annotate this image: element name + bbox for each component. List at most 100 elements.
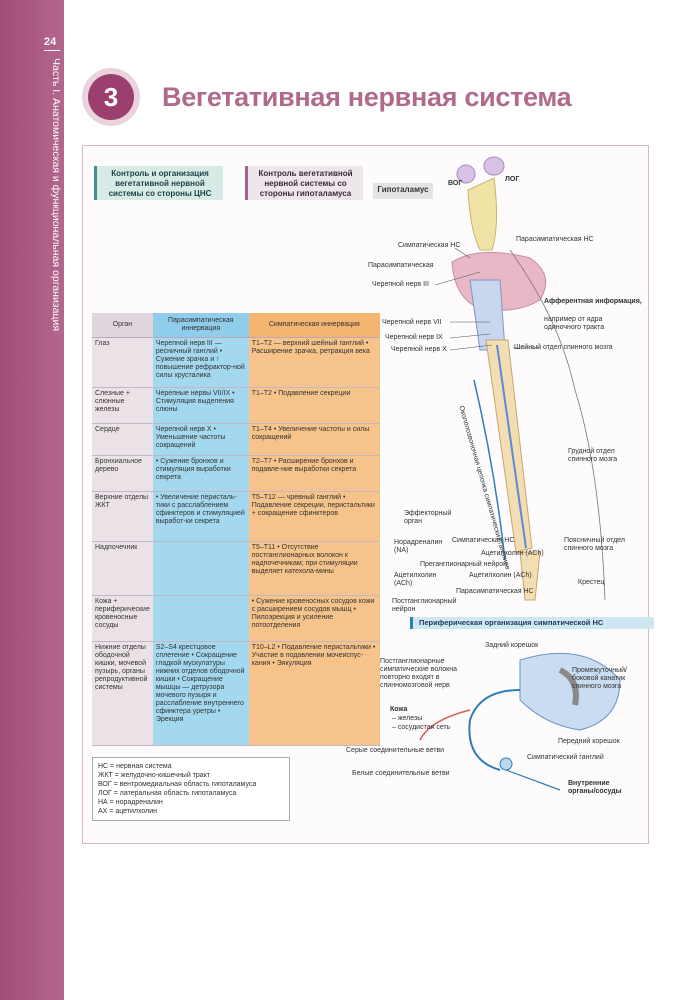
label-postganglionic: Постганглионарный нейрон — [392, 598, 457, 613]
organ-cell: Слезные + слюнные железы — [92, 387, 153, 424]
spinal-cord — [485, 339, 533, 553]
visceral-fiber — [505, 769, 561, 791]
sidebar-band — [0, 0, 64, 1000]
col-header-organ: Орган — [92, 313, 153, 338]
symp-cell: T5–T11 • Отсутствие постганглионарных во… — [248, 541, 380, 596]
label-ventral-root: Передний корешок — [558, 738, 620, 745]
label-lumbar: Поясничный отдел спинного мозга — [564, 537, 625, 552]
label-parasympathetic: Парасимпатическая — [368, 262, 434, 269]
symp-cell: T2–T7 • Расширение бронхов и подавле-ние… — [248, 455, 380, 492]
symp-cell: T1–T2 • Подавление секреции — [248, 387, 380, 424]
label-effector: Эффекторный орган — [404, 510, 452, 525]
symp-cell: • Сужение кровеносных сосудов кожи с рас… — [248, 595, 380, 642]
cord-axis — [496, 344, 527, 549]
label-intermediolateral: Промежуточный/ боковой канатик спинного … — [572, 667, 627, 690]
spinal-nerve — [468, 689, 521, 771]
chapter-number: 3 — [88, 74, 134, 120]
organ-cell: Кожа + периферические кровеносные сосуды — [92, 595, 153, 642]
label-symp-ns2: Симпатическая НС — [452, 537, 515, 544]
label-cervical: Шейный отдел спинного мозга — [514, 344, 613, 351]
sympathetic-chain — [473, 379, 506, 561]
organ-cell: Нижние отделы ободочной кишки, мочевой п… — [92, 641, 153, 746]
abbreviation-legend: НС = нервная система ЖКТ = желудочно-киш… — [92, 757, 290, 821]
label-sympathetic-ns: Симпатическая НС — [398, 242, 461, 249]
table-row: Бронхиальное дерево • Сужение бронхов и … — [92, 455, 380, 492]
label-vog: ВОГ — [448, 180, 463, 187]
hypothalamus-shape — [467, 177, 498, 251]
page-number: 24 — [44, 36, 57, 48]
symp-cell: T1–T4 • Увеличение частоты и силы сокращ… — [248, 423, 380, 456]
table-row: Глаз Черепной нерв III — ресничный гангл… — [92, 337, 380, 388]
gray-matter — [558, 667, 579, 706]
peripheral-section-title: Периферическая организация симпатической… — [410, 617, 654, 629]
legend-item: НС = нервная система — [98, 763, 172, 770]
label-white-rami: Белые соединительные ветви — [352, 770, 450, 777]
organ-cell: Надпочечник — [92, 541, 153, 596]
para-cell — [152, 595, 249, 642]
table-row: Нижние отделы ободочной кишки, мочевой п… — [92, 641, 380, 746]
legend-item: ЖКТ = желудочно-кишечный тракт — [98, 772, 211, 779]
innervation-table: Орган Парасимпатическая иннервация Симпа… — [92, 313, 380, 746]
label-cn9: Черепной нерв IX — [385, 334, 443, 341]
organ-cell: Бронхиальное дерево — [92, 455, 153, 492]
cns-control-header: Контроль и организация вегетативной нерв… — [94, 166, 223, 200]
curve-arrow — [509, 249, 606, 601]
label-afferent-detail: например от ядра одиночного тракта — [544, 316, 605, 331]
sympathetic-ganglion-dot — [499, 757, 513, 771]
label-ach-left: Ацетилхолин (ACh) — [394, 572, 437, 587]
label-postgang-fibers: Постганглионарные симпатические волокна … — [380, 658, 457, 689]
label-cn10: Черепной нерв X — [391, 346, 447, 353]
label-log: ЛОГ — [505, 176, 520, 183]
para-cell: • Сужение бронхов и стимуляция выработки… — [152, 455, 249, 492]
label-parasympathetic-ns: Парасимпатическая НС — [516, 236, 594, 243]
table-row: Кожа + периферические кровеносные сосуды… — [92, 595, 380, 642]
organ-cell: Верхние отделы ЖКТ — [92, 491, 153, 542]
label-sacrum: Крестец — [578, 579, 605, 586]
col-header-symp: Симпатическая иннервация — [248, 313, 380, 338]
leader-line — [449, 333, 491, 339]
leader-line — [454, 247, 471, 259]
para-cell: Черепной нерв III — ресничный ганглий • … — [152, 337, 249, 388]
page-number-rule — [44, 50, 60, 51]
sacrum-shape — [519, 551, 541, 601]
table-row: Верхние отделы ЖКТ • Увеличение перистал… — [92, 491, 380, 542]
label-internal: Внутренние органы/сосуды — [568, 780, 622, 795]
label-cn3: Черепной нерв III — [372, 281, 429, 288]
label-afferent: Афферентная информация, — [544, 298, 642, 305]
para-cell — [152, 541, 249, 596]
para-cell: Черепной нерв X • Уменьшение частоты сок… — [152, 423, 249, 456]
label-cn7: Черепной нерв VII — [382, 319, 442, 326]
organ-cell: Сердце — [92, 423, 153, 456]
label-ach2: Ацетилхолин (ACh) — [469, 572, 532, 579]
skin-fiber — [419, 709, 471, 741]
label-thoracic: Грудной отдел спинного мозга — [568, 448, 618, 463]
symp-cell: T10–L2 • Подавление перистальтики • Учас… — [248, 641, 380, 746]
table-row: Надпочечник T5–T11 • Отсутствие постганг… — [92, 541, 380, 596]
table-row: Слезные + слюнные железы Черепные нервы … — [92, 387, 380, 424]
chapter-title: Вегетативная нервная система — [162, 82, 572, 112]
label-dorsal-root: Задний корешок — [485, 642, 539, 649]
legend-item: ЛОГ = латеральная область гипоталамуса — [98, 790, 237, 797]
label-skin: Кожа — [390, 706, 408, 713]
legend-item: ВОГ = вентромедиальная область гипоталам… — [98, 781, 257, 788]
label-ach1: Ацетилхолин (ACh) — [481, 550, 544, 557]
legend-item: АХ = ацетилхолин — [98, 808, 158, 815]
hypothalamus-control-header: Контроль вегетативной нервной системы со… — [245, 166, 363, 200]
col-header-para: Парасимпатическая иннервация — [152, 313, 249, 338]
para-cell: Черепные нервы VII/IX • Стимуляция выдел… — [152, 387, 249, 424]
label-skin-vessels: – сосудистая сеть — [392, 724, 451, 731]
vog-nucleus — [456, 164, 476, 184]
hypothalamus-label: Гипоталамус — [373, 183, 433, 199]
log-nucleus — [483, 156, 505, 176]
label-skin-glands: – железы — [392, 715, 423, 722]
leader-line — [449, 344, 493, 351]
label-para-ns2: Парасимпатическая НС — [456, 588, 534, 595]
label-preganglionic: Преганглионарный нейрон — [420, 561, 507, 568]
symp-cell: T5–T12 — чревный ганглий • Подавление се… — [248, 491, 380, 542]
table-row: Сердце Черепной нерв X • Уменьшение част… — [92, 423, 380, 456]
para-cell: S2–S4 крестцовое сплетение • Сокращение … — [152, 641, 249, 746]
organ-cell: Глаз — [92, 337, 153, 388]
legend-item: НА = норадреналин — [98, 799, 163, 806]
symp-cell: T1–T2 — верхний шейный ганглий • Расшире… — [248, 337, 380, 388]
leader-line — [434, 271, 481, 286]
